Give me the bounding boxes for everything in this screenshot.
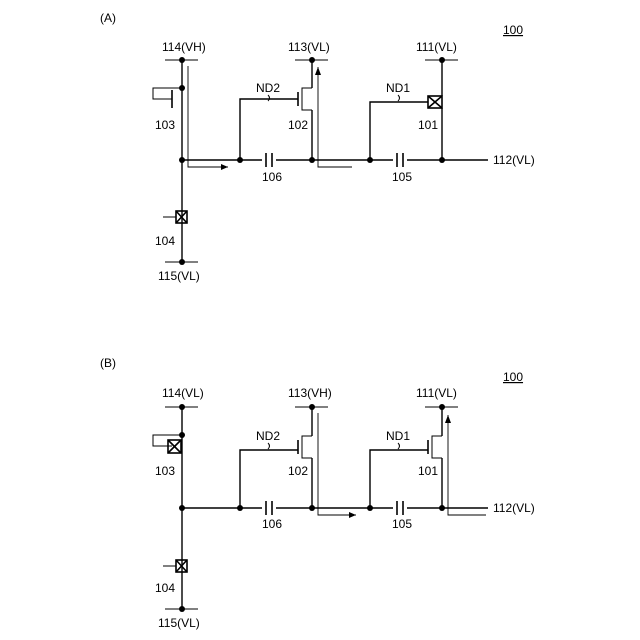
panel-a-cap-106-label: 106 xyxy=(262,170,282,184)
panel-a-t103-diode-loop xyxy=(153,88,182,99)
panel-a-dot-bus-left xyxy=(179,157,185,163)
panel-b-dot-nd2 xyxy=(237,505,243,511)
panel-a-nd1-leader xyxy=(398,95,400,101)
panel-a-dot-101 xyxy=(439,157,445,163)
panel-a-dot-102 xyxy=(309,157,315,163)
panel-a-dot-nd1 xyxy=(367,157,373,163)
panel-b-nd2-leader xyxy=(268,443,270,449)
panel-b-dot-115 xyxy=(179,606,185,612)
panel-a-ref: 100 xyxy=(503,23,523,37)
panel-b-t102-label: 102 xyxy=(288,464,308,478)
panel-b-dot-114 xyxy=(179,404,185,410)
panel-a-flow-arrowhead-1 xyxy=(221,164,228,170)
panel-a-t102-channel xyxy=(302,88,312,110)
panel-a-dot-111 xyxy=(439,57,445,63)
panel-b-t102-channel xyxy=(302,436,312,458)
panel-b-node-115: 115(VL) xyxy=(158,616,200,630)
panel-b-nd2-wire xyxy=(240,450,298,508)
panel-b-t101-label: 101 xyxy=(418,464,438,478)
panel-b-dot-bus-left xyxy=(179,505,185,511)
panel-a-t104-label: 104 xyxy=(155,234,175,248)
panel-b-dot-113 xyxy=(309,404,315,410)
panel-a-flow-arrow-2 xyxy=(318,67,352,167)
panel-b-node-114: 114(VL) xyxy=(162,386,204,400)
panel-b-flow-arrow-2 xyxy=(448,415,486,515)
panel-b-node-113: 113(VH) xyxy=(288,386,332,400)
panel-b-nd1-wire xyxy=(370,450,428,508)
panel-a-t101-label: 101 xyxy=(418,118,438,132)
panel-b-dot-102 xyxy=(309,505,315,511)
panel-a-flow-arrow-1 xyxy=(188,66,228,167)
panel-a-node-111: 111(VL) xyxy=(416,40,457,54)
panel-b-flow-arrow-1 xyxy=(318,413,356,515)
panel-a-node-115: 115(VL) xyxy=(158,269,200,283)
panel-a-dot-115 xyxy=(179,259,185,265)
panel-b-dot-101 xyxy=(439,505,445,511)
panel-b-dot-103 xyxy=(179,432,185,438)
panel-a-nd1-label: ND1 xyxy=(386,81,410,95)
panel-a: (A) 100 114(VH) 113(VL) 111(VL) 112(VL) … xyxy=(100,11,535,283)
panel-b-t103-label: 103 xyxy=(155,464,175,478)
panel-b-node-112: 112(VL) xyxy=(493,501,535,515)
panel-a-t102-label: 102 xyxy=(288,118,308,132)
panel-a-cap-105-label: 105 xyxy=(392,170,412,184)
panel-a-node-113: 113(VL) xyxy=(288,40,330,54)
panel-a-dot-114 xyxy=(179,57,185,63)
panel-b-dot-nd1 xyxy=(367,505,373,511)
panel-b-cap-105-label: 105 xyxy=(392,517,412,531)
panel-a-dot-nd2 xyxy=(237,157,243,163)
panel-b-label: (B) xyxy=(100,356,116,370)
panel-a-label: (A) xyxy=(100,11,116,25)
panel-a-dot-113 xyxy=(309,57,315,63)
panel-a-t103-label: 103 xyxy=(155,118,175,132)
panel-b-dot-111 xyxy=(439,404,445,410)
panel-b-flow-arrowhead-2 xyxy=(445,415,451,423)
panel-a-nd2-leader xyxy=(268,95,270,101)
panel-b-node-111: 111(VL) xyxy=(416,386,457,400)
panel-b-ref: 100 xyxy=(503,370,523,384)
panel-a-dot-103 xyxy=(179,85,185,91)
panel-b-t104-label: 104 xyxy=(155,581,175,595)
panel-a-nd2-label: ND2 xyxy=(256,81,280,95)
panel-a-flow-arrowhead-2 xyxy=(315,67,321,75)
panel-b-nd1-leader xyxy=(398,443,400,449)
panel-a-node-112: 112(VL) xyxy=(493,153,535,167)
panel-a-node-114: 114(VH) xyxy=(162,40,206,54)
panel-b-t101-channel xyxy=(432,436,442,458)
panel-b-nd2-label: ND2 xyxy=(256,429,280,443)
panel-b-nd1-label: ND1 xyxy=(386,429,410,443)
panel-b-cap-106-label: 106 xyxy=(262,517,282,531)
panel-b: (B) 100 114(VL) 113(VH) 111(VL) 112(VL) … xyxy=(100,356,535,630)
panel-b-flow-arrowhead-1 xyxy=(349,512,356,518)
